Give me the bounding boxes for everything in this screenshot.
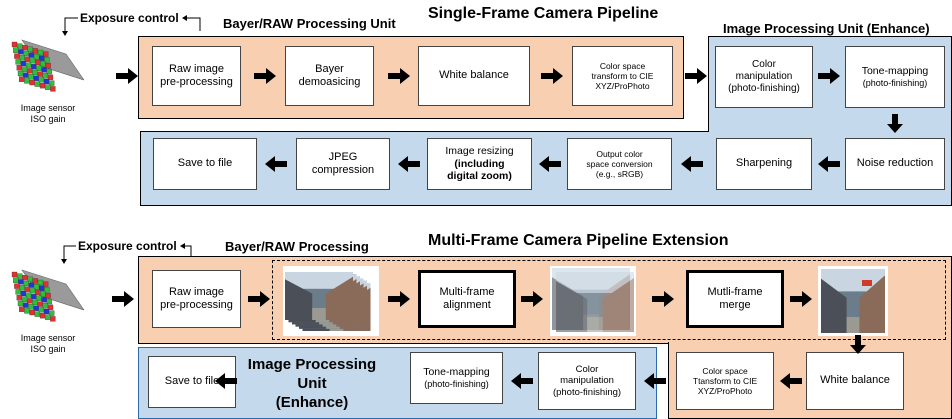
arrow-color-to-tone-2 xyxy=(511,373,533,389)
arrow-wb-to-cst xyxy=(541,68,563,84)
merged-image xyxy=(818,266,888,336)
arrow-jpeg-to-save xyxy=(265,156,287,172)
image-sensor-graphic xyxy=(11,39,84,92)
arrow-sharpen-to-output xyxy=(681,156,703,172)
enhance-unit-label-2: Image Processing Unit (Enhance) xyxy=(247,356,377,411)
bayer-raw-label-2: Bayer/RAW Processing xyxy=(225,239,369,254)
multi-frame-alignment-box: Multi-frame alignment xyxy=(418,270,516,328)
arrow-merged-to-wb xyxy=(850,335,866,354)
output-color-space-box: Output color space conversion (e.g., sRG… xyxy=(567,138,672,190)
color-space-transform-box-2: Color space Ttansform to CIE XYZ/ProPhot… xyxy=(676,352,774,410)
exposure-control-label: Exposure control xyxy=(80,11,179,25)
arrow-sensor-to-raw-2 xyxy=(112,291,134,307)
tone-mapping-title: Tone-mapping xyxy=(861,65,929,78)
single-frame-title: Single-Frame Camera Pipeline xyxy=(428,5,659,22)
multi-frame-dashed-group xyxy=(272,260,946,340)
arrow-sensor-to-raw xyxy=(116,68,138,84)
noise-reduction-box: Noise reduction xyxy=(845,138,945,190)
tone-mapping-box-2: Tone-mapping (photo-finishing) xyxy=(410,352,503,404)
image-resizing-sub: (including digital zoom) xyxy=(447,157,512,183)
exposure-control-label-2: Exposure control xyxy=(78,239,177,253)
image-resizing-title: Image resizing xyxy=(445,145,514,158)
save-to-file-box: Save to file xyxy=(153,138,257,190)
color-manipulation-box-2: Color manipulation (photo-finishing) xyxy=(538,352,636,410)
color-manipulation-box: Color manipulation (photo-finishing) xyxy=(715,46,813,108)
bayer-demosaicing-box: Bayer demoasicing xyxy=(285,46,374,106)
arrow-resize-to-jpeg xyxy=(398,156,420,172)
ellipsis-label: ... xyxy=(308,391,322,408)
arrow-align-to-aligned xyxy=(521,291,543,307)
raw-preprocessing-box: Raw image pre-processing xyxy=(152,46,241,106)
sharpening-box: Sharpening xyxy=(716,138,812,190)
arrow-ipu-to-save-2 xyxy=(215,373,237,389)
arrow-wb-to-cst-2 xyxy=(780,373,802,389)
jpeg-compression-box: JPEG compression xyxy=(296,138,390,190)
image-sensor-graphic-2 xyxy=(11,269,84,322)
white-balance-box: White balance xyxy=(418,46,530,106)
white-balance-box-2: White balance xyxy=(806,352,904,410)
enhance-unit-label: Image Processing Unit (Enhance) xyxy=(723,21,930,36)
burst-frames-image xyxy=(283,266,379,336)
image-sensor-label-2: Image sensor ISO gain xyxy=(20,333,76,354)
image-sensor-label: Image sensor ISO gain xyxy=(20,103,76,124)
arrow-output-to-resize xyxy=(539,156,561,172)
tone-mapping-sub-2: (photo-finishing) xyxy=(424,378,489,389)
arrow-demosaic-to-wb xyxy=(388,68,410,84)
exposure-control-bracket xyxy=(62,15,201,36)
bayer-unit-label: Bayer/RAW Processing Unit xyxy=(223,16,396,31)
arrow-burst-to-align xyxy=(388,291,410,307)
multi-frame-merge-box: Mutli-frame merge xyxy=(686,270,784,328)
exposure-control-bracket-2 xyxy=(61,243,192,264)
arrow-cst-to-color xyxy=(685,68,707,84)
tone-mapping-title-2: Tone-mapping xyxy=(423,366,490,379)
arrow-tone-to-noise xyxy=(887,114,903,133)
arrow-color-to-tone xyxy=(818,68,840,84)
color-space-transform-box: Color space transform to CIE XYZ/ProPhot… xyxy=(572,46,673,106)
image-resizing-box: Image resizing (including digital zoom) xyxy=(427,138,532,190)
arrow-raw-to-burst xyxy=(248,291,270,307)
arrow-cst-to-color-2 xyxy=(644,373,666,389)
arrow-aligned-to-merge xyxy=(652,291,674,307)
arrow-raw-to-demosaic xyxy=(254,68,276,84)
tone-mapping-box: Tone-mapping (photo-finishing) xyxy=(845,46,945,108)
bayer-raw-region-2 xyxy=(138,256,952,344)
arrow-merge-to-merged xyxy=(790,291,812,307)
multi-frame-title: Multi-Frame Camera Pipeline Extension xyxy=(428,232,729,249)
arrow-noise-to-sharpen xyxy=(818,156,840,172)
aligned-frames-image xyxy=(550,266,636,336)
raw-preprocessing-box-2: Raw image pre-processing xyxy=(152,270,241,328)
tone-mapping-sub: (photo-finishing) xyxy=(862,77,928,88)
